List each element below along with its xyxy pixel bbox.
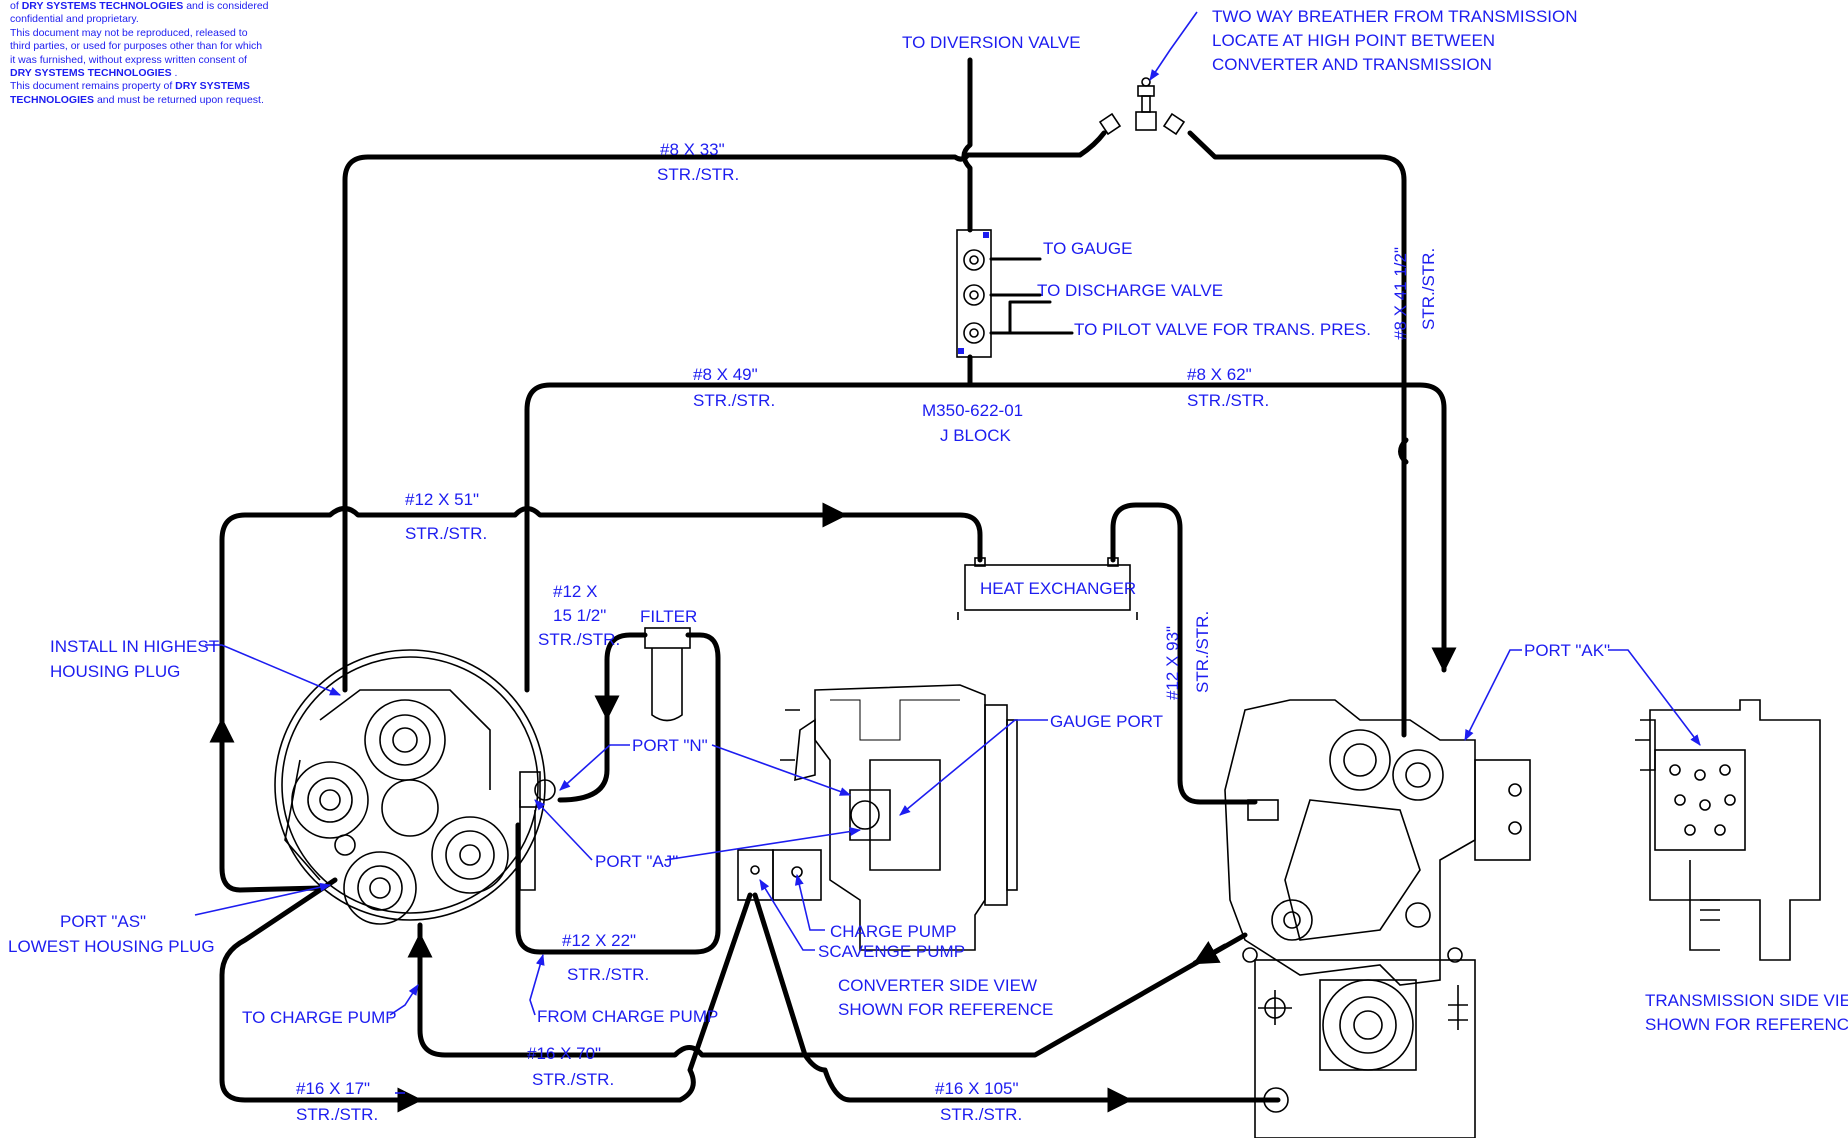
label-converter-ref-1: CONVERTER SIDE VIEW: [838, 976, 1037, 995]
label-16x70-str: STR./STR.: [532, 1070, 614, 1089]
hose-diversion: [961, 57, 973, 233]
label-charge-pump: CHARGE PUMP: [830, 922, 957, 941]
label-8x33: #8 X 33": [660, 140, 725, 159]
filter-body: [644, 627, 691, 722]
label-12x15-2: 15 1/2": [553, 606, 606, 625]
label-from-charge-pump: FROM CHARGE PUMP: [537, 1007, 718, 1026]
label-port-ak: PORT "AK": [1524, 641, 1610, 660]
label-8x62: #8 X 62": [1187, 365, 1252, 384]
label-16x17: #16 X 17": [296, 1079, 370, 1098]
label-8x49-str: STR./STR.: [693, 391, 775, 410]
breather-assembly: [1098, 77, 1186, 136]
label-8x41: #8 X 41 1/2": [1391, 247, 1410, 340]
label-port-n: PORT "N": [632, 736, 708, 755]
label-to-discharge-valve: TO DISCHARGE VALVE: [1037, 281, 1223, 300]
label-breather-1: TWO WAY BREATHER FROM TRANSMISSION: [1212, 7, 1578, 26]
label-transmission-ref-1: TRANSMISSION SIDE VIEW: [1645, 991, 1848, 1010]
transmission-front-view: [1224, 699, 1531, 1138]
label-install-2: HOUSING PLUG: [50, 662, 180, 681]
hose-12x15: [557, 632, 648, 803]
label-12x15-3: STR./STR.: [538, 630, 620, 649]
transmission-side-view: [1635, 699, 1821, 961]
hose-12x51: [219, 506, 983, 893]
label-12x93: #12 X 93": [1163, 626, 1182, 700]
label-jblock: J BLOCK: [940, 426, 1012, 445]
housing-left-view: [274, 649, 556, 925]
label-port-as-1: PORT "AS": [60, 912, 146, 931]
hose-12x93: [1110, 502, 1258, 805]
label-jblock-part: M350-622-01: [922, 401, 1023, 420]
label-16x105: #16 X 105": [935, 1079, 1019, 1098]
label-12x22-str: STR./STR.: [567, 965, 649, 984]
j-block: [956, 229, 1074, 358]
label-to-gauge: TO GAUGE: [1043, 239, 1132, 258]
leader-lines: [194, 11, 1701, 1094]
label-breather-2: LOCATE AT HIGH POINT BETWEEN: [1212, 31, 1495, 50]
hose-16x70: [417, 922, 1248, 1058]
hose-16x105: [752, 892, 1281, 1103]
hose-8x49-62: [524, 382, 1457, 693]
label-to-pilot-valve: TO PILOT VALVE FOR TRANS. PRES.: [1074, 320, 1371, 339]
hose-to-charge-pump: [219, 877, 753, 1103]
label-converter-ref-2: SHOWN FOR REFERENCE: [838, 1000, 1053, 1019]
label-12x51-str: STR./STR.: [405, 524, 487, 543]
label-breather-3: CONVERTER AND TRANSMISSION: [1212, 55, 1492, 74]
label-16x70: #16 X 70": [527, 1044, 601, 1063]
hose-8x33: [342, 130, 1107, 693]
heat-exchanger-body: [957, 557, 1138, 620]
label-12x22: #12 X 22": [562, 931, 636, 950]
label-12x15-1: #12 X: [553, 582, 597, 601]
label-scavenge-pump: SCAVENGE PUMP: [818, 942, 965, 961]
label-port-aj: PORT "AJ": [595, 852, 678, 871]
confidentiality-note: of DRY SYSTEMS TECHNOLOGIES and is consi…: [10, 0, 269, 106]
label-8x41-str: STR./STR.: [1419, 248, 1438, 330]
hose-breather-right: [1187, 130, 1407, 738]
diagram-labels: TO DIVERSION VALVE TWO WAY BREATHER FROM…: [8, 7, 1848, 1124]
label-8x49: #8 X 49": [693, 365, 758, 384]
label-heat-exchanger: HEAT EXCHANGER: [980, 579, 1136, 598]
label-gauge-port: GAUGE PORT: [1050, 712, 1163, 731]
label-to-diversion-valve: TO DIVERSION VALVE: [902, 33, 1081, 52]
label-16x105-str: STR./STR.: [940, 1105, 1022, 1124]
label-16x17-str: STR./STR.: [296, 1105, 378, 1124]
label-install-1: INSTALL IN HIGHEST: [50, 637, 219, 656]
label-8x33-str: STR./STR.: [657, 165, 739, 184]
label-transmission-ref-2: SHOWN FOR REFERENCE: [1645, 1015, 1848, 1034]
label-12x51: #12 X 51": [405, 490, 479, 509]
label-12x93-str: STR./STR.: [1193, 611, 1212, 693]
hose-lines: [209, 57, 1457, 1113]
label-to-charge-pump: TO CHARGE PUMP: [242, 1008, 397, 1027]
label-8x62-str: STR./STR.: [1187, 391, 1269, 410]
label-filter: FILTER: [640, 607, 697, 626]
converter-side-view: [737, 684, 1018, 951]
label-port-as-2: LOWEST HOUSING PLUG: [8, 937, 215, 956]
